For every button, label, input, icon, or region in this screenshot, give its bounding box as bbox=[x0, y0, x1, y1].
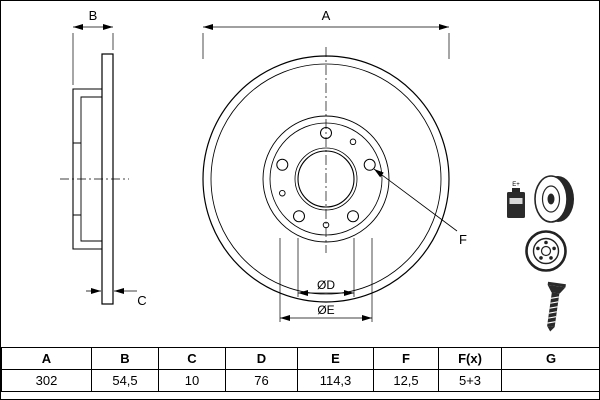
hat-inner-wall bbox=[80, 96, 102, 242]
col-header-d: D bbox=[225, 347, 298, 370]
hat-outline bbox=[72, 88, 102, 250]
locating-hole bbox=[322, 221, 330, 229]
dim-a: A bbox=[202, 8, 450, 59]
value-f: 12,5 bbox=[373, 369, 439, 392]
value-g bbox=[501, 369, 599, 392]
value-b: 54,5 bbox=[91, 369, 159, 392]
hub-outer-circle bbox=[262, 115, 390, 243]
dim-c-label: C bbox=[137, 293, 146, 308]
spec-table: A B C D E F F(x) G 302 54,5 10 76 114,3 … bbox=[1, 347, 599, 392]
dim-e: ØE bbox=[279, 238, 373, 322]
bolt-hole bbox=[347, 210, 359, 223]
center-bore-circle bbox=[297, 150, 355, 208]
col-header-f: F bbox=[373, 347, 439, 370]
dim-b: B bbox=[72, 8, 114, 85]
coating-can-icon: E+ bbox=[507, 182, 525, 218]
outer-diameter-circle bbox=[202, 55, 450, 303]
coating-label: E+ bbox=[512, 182, 520, 188]
technical-drawing-canvas: B C bbox=[60, 8, 574, 332]
front-view bbox=[202, 47, 450, 303]
value-fx: 5+3 bbox=[438, 369, 502, 392]
locating-hole bbox=[279, 189, 286, 197]
coated-disc-icon bbox=[534, 175, 574, 223]
dim-d: ØD bbox=[297, 238, 355, 297]
countersunk-screw-icon bbox=[547, 281, 566, 332]
locating-hole bbox=[349, 138, 357, 146]
col-header-b: B bbox=[91, 347, 159, 370]
value-a: 302 bbox=[1, 369, 92, 392]
side-view bbox=[60, 53, 129, 305]
hub-face-circle bbox=[269, 122, 383, 236]
bore-chamfer-circle bbox=[294, 147, 358, 211]
col-header-a: A bbox=[1, 347, 92, 370]
dim-e-label: ØE bbox=[317, 303, 334, 317]
leader-f: F bbox=[373, 168, 467, 247]
dim-f-label: F bbox=[459, 232, 467, 247]
bolt-holes bbox=[276, 127, 376, 223]
col-header-e: E bbox=[297, 347, 374, 370]
bolt-hole bbox=[320, 127, 332, 139]
bore-edges bbox=[73, 142, 81, 216]
col-header-g: G bbox=[501, 347, 599, 370]
value-d: 76 bbox=[225, 369, 298, 392]
brake-disc-icon bbox=[525, 230, 567, 272]
value-e: 114,3 bbox=[297, 369, 374, 392]
col-header-fx: F(x) bbox=[438, 347, 502, 370]
dim-a-label: A bbox=[322, 8, 331, 23]
bolt-hole bbox=[363, 158, 376, 171]
locating-holes bbox=[279, 138, 357, 229]
col-header-c: C bbox=[158, 347, 226, 370]
value-c: 10 bbox=[158, 369, 226, 392]
dim-b-label: B bbox=[89, 8, 98, 23]
bolt-hole bbox=[293, 210, 305, 223]
dim-c: C bbox=[86, 288, 147, 308]
bolt-hole bbox=[276, 158, 289, 171]
spec-table-header-row: A B C D E F F(x) G bbox=[1, 347, 599, 370]
spec-table-value-row: 302 54,5 10 76 114,3 12,5 5+3 bbox=[1, 369, 599, 392]
dim-d-label: ØD bbox=[317, 278, 335, 292]
